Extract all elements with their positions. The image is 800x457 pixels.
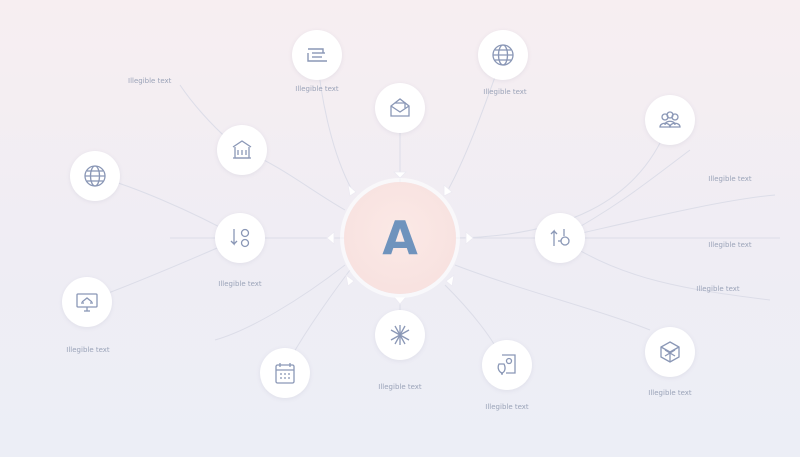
flow-node-right — [535, 213, 585, 263]
arrow-marker — [443, 184, 453, 197]
connector-line — [454, 264, 651, 331]
building-icon — [232, 140, 252, 159]
sparkle-node — [375, 310, 425, 360]
arrow-marker — [326, 231, 335, 245]
arrow-marker — [345, 274, 355, 287]
caption-right-mid: Illegible text — [708, 241, 752, 249]
connector-line — [214, 264, 346, 341]
cube-icon — [660, 341, 680, 363]
caption-right-lower: Illegible text — [696, 285, 740, 293]
caption-bottom-right: Illegible text — [648, 389, 692, 397]
building-node — [217, 125, 267, 175]
asterisk-icon — [390, 325, 410, 345]
document-node — [292, 30, 342, 80]
caption-bottom-right-mid: Illegible text — [485, 403, 529, 411]
caption-top-mid-left: Illegible text — [295, 85, 339, 93]
globe-node-left — [70, 151, 120, 201]
globe-node-top — [478, 30, 528, 80]
arrow-marker — [347, 183, 357, 197]
caption-left-mid: Illegible text — [218, 280, 262, 288]
mail-node — [375, 83, 425, 133]
connector-line — [559, 194, 776, 239]
caption-left-lower: Illegible text — [66, 346, 110, 354]
monitor-icon — [76, 293, 98, 312]
workflow-icon — [550, 229, 570, 246]
users-icon — [659, 111, 681, 128]
caption-bottom-mid: Illegible text — [378, 383, 422, 391]
globe-icon — [84, 165, 106, 187]
globe-icon — [492, 44, 514, 66]
arrow-marker — [393, 171, 407, 179]
hub-letter: A — [382, 211, 418, 265]
arrow-marker — [465, 231, 474, 245]
document-lines-icon — [307, 48, 327, 62]
caption-top-mid: Illegible text — [483, 88, 527, 96]
cube-node — [645, 327, 695, 377]
calendar-icon — [275, 363, 295, 384]
connector-line — [559, 237, 771, 301]
arrow-marker — [445, 274, 455, 287]
portrait-node — [482, 340, 532, 390]
monitor-node — [62, 277, 112, 327]
workflow-icon — [230, 228, 250, 248]
connector-line — [454, 119, 671, 239]
flow-node-left — [215, 213, 265, 263]
caption-right-upper: Illegible text — [708, 175, 752, 183]
central-hub: A — [344, 182, 456, 294]
envelope-icon — [390, 98, 410, 117]
arrow-marker — [393, 296, 407, 305]
users-node — [645, 95, 695, 145]
portrait-icon — [497, 354, 516, 375]
calendar-node — [260, 348, 310, 398]
caption-top-left: Illegible text — [128, 77, 172, 85]
